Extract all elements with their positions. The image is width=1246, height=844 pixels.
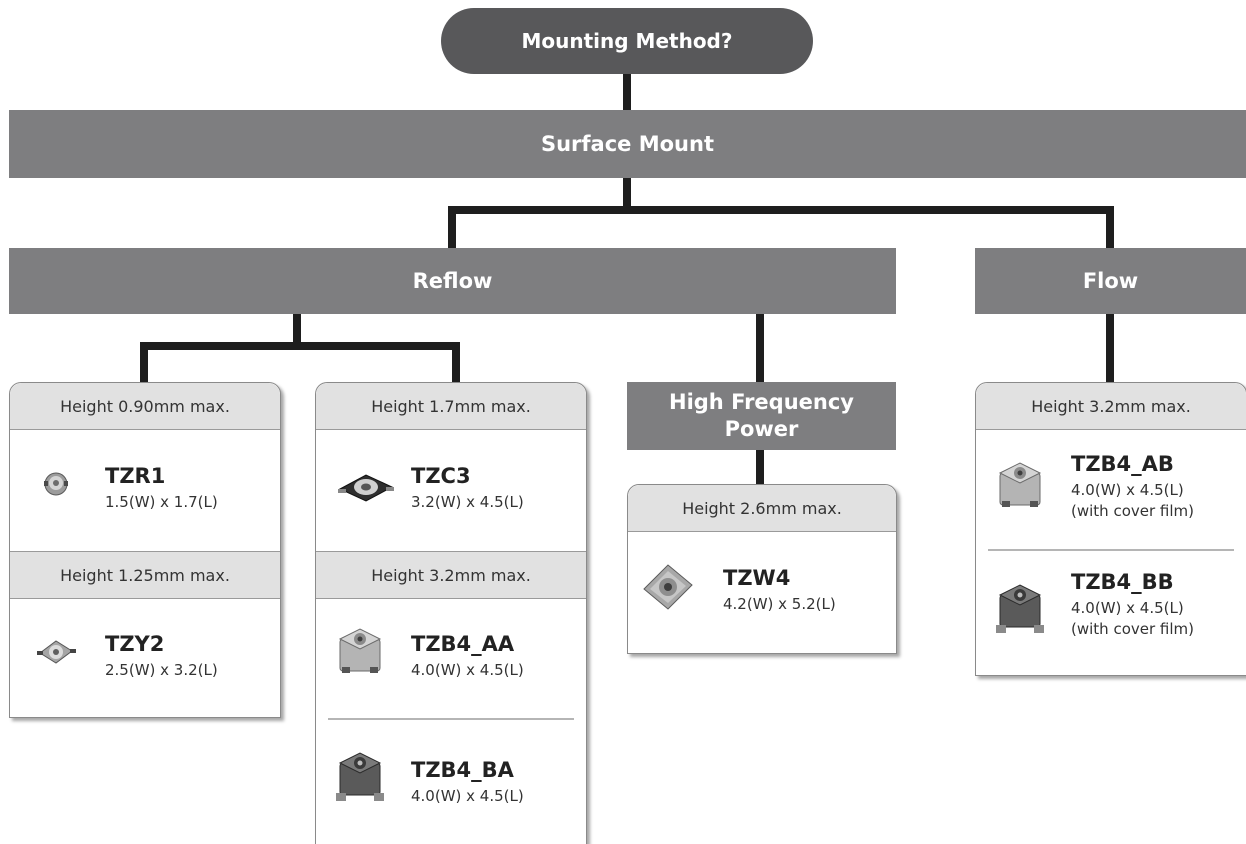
connector-surface-stem [623,178,631,212]
product-size: 2.5(W) x 3.2(L) [105,661,218,679]
product-name: TZB4_AB [1071,452,1174,476]
dark-sealed-trimmer-icon [336,752,384,801]
high-frequency-power-node: High Frequency Power [627,382,896,450]
card-header: Height 0.90mm max. [10,383,280,430]
product-name: TZB4_BA [411,758,514,782]
product-item: TZR1 1.5(W) x 1.7(L) [10,453,280,533]
product-note: (with cover film) [1071,620,1194,638]
card-header: Height 2.6mm max. [628,485,896,532]
connector-high-frequency-card [756,450,764,484]
connector-to-reflow [448,206,456,248]
card-header: Height 1.25mm max. [10,551,280,599]
card-header: Height 1.7mm max. [316,383,586,430]
product-size: 4.0(W) x 4.5(L) [411,787,524,805]
connector-reflow-horizontal [140,342,460,350]
product-item: TZW4 4.2(W) x 5.2(L) [628,549,896,629]
connector-surface-horizontal [448,206,1114,214]
product-size: 1.5(W) x 1.7(L) [105,493,218,511]
mounting-method-root: Mounting Method? [441,8,813,74]
connector-to-card-2 [452,342,460,382]
product-item: TZB4_BB 4.0(W) x 4.5(L) (with cover film… [976,565,1246,665]
connector-root-surface [623,74,631,110]
product-item: TZY2 2.5(W) x 3.2(L) [10,621,280,701]
product-size: 4.2(W) x 5.2(L) [723,595,836,613]
product-size: 3.2(W) x 4.5(L) [411,493,524,511]
small-round-trimmer-icon [44,472,68,496]
product-name: TZC3 [411,464,471,488]
product-name: TZB4_AA [411,632,515,656]
product-item: TZC3 3.2(W) x 4.5(L) [316,453,586,533]
card-height-32-flow: Height 3.2mm max. TZB4_AB 4.0(W) x 4.5(L… [975,382,1246,676]
connector-to-high-frequency [756,314,764,382]
product-note: (with cover film) [1071,502,1194,520]
product-item: TZB4_BA 4.0(W) x 4.5(L) [316,745,586,825]
card-height-17-32: Height 1.7mm max. TZC3 3.2(W) x 4.5(L) H… [315,382,587,844]
product-name: TZY2 [105,632,165,656]
dark-sealed-trimmer-icon [996,584,1044,633]
sealed-trimmer-icon [338,628,382,673]
product-item: TZB4_AB 4.0(W) x 4.5(L) (with cover film… [976,441,1246,541]
product-name: TZW4 [723,566,791,590]
black-frame-trimmer-icon [338,474,394,502]
card-header: Height 3.2mm max. [316,551,586,599]
surface-mount-node: Surface Mount [9,110,1246,178]
card-height-090-125: Height 0.90mm max. TZR1 1.5(W) x 1.7(L) … [9,382,281,718]
rotated-square-trimmer-icon [643,564,693,610]
card-header: Height 3.2mm max. [976,383,1246,430]
product-size: 4.0(W) x 4.5(L) [411,661,524,679]
connector-to-flow [1106,206,1114,248]
flow-node: Flow [975,248,1246,314]
connector-flow-card [1106,314,1114,382]
connector-to-card-1 [140,342,148,382]
card-height-26: Height 2.6mm max. TZW4 4.2(W) x 5.2(L) [627,484,897,654]
product-size: 4.0(W) x 4.5(L) [1071,481,1184,499]
connector-reflow-stem [293,314,301,348]
sealed-trimmer-icon [998,462,1042,507]
small-square-trimmer-icon [37,640,76,664]
item-separator [328,718,574,720]
product-name: TZR1 [105,464,166,488]
product-size: 4.0(W) x 4.5(L) [1071,599,1184,617]
product-item: TZB4_AA 4.0(W) x 4.5(L) [316,619,586,699]
product-name: TZB4_BB [1071,570,1174,594]
item-separator [988,549,1234,551]
reflow-node: Reflow [9,248,896,314]
